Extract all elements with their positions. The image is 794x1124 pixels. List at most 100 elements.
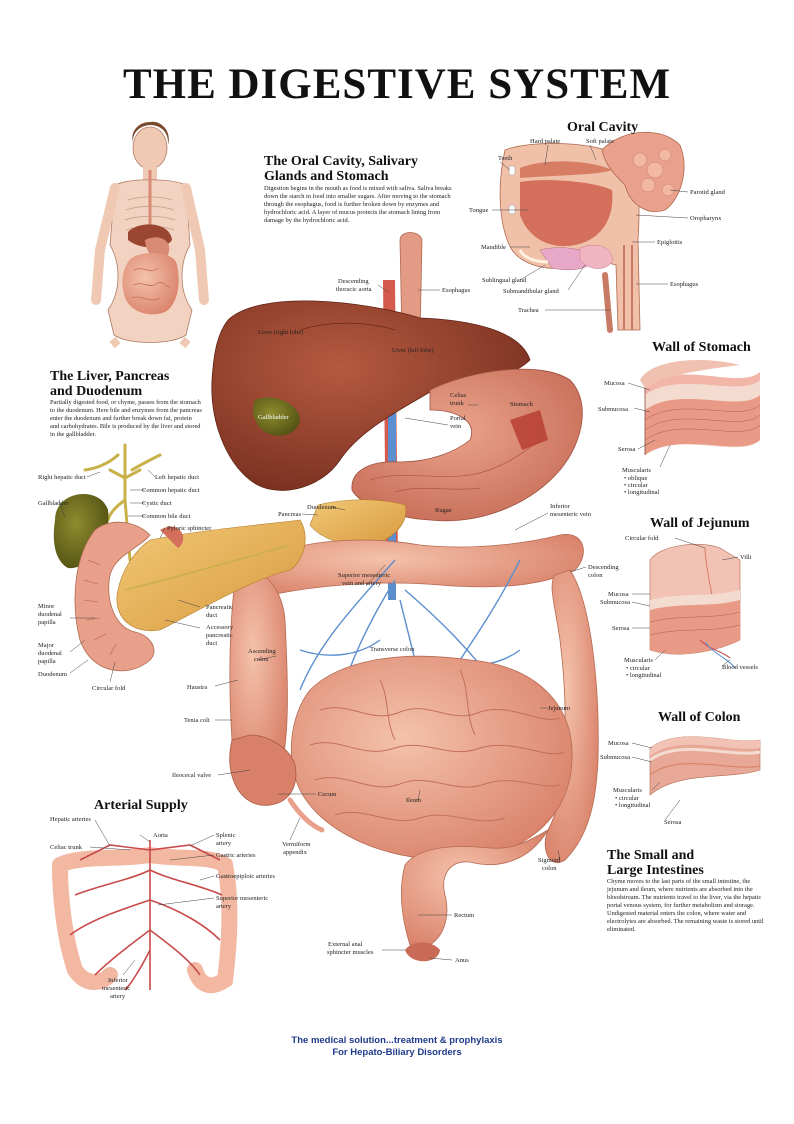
label-submandibular-gland: Submandibular gland	[503, 288, 560, 295]
liver-heading-line2: and Duodenum	[50, 384, 143, 399]
label-superior-mesenteric-artery-1: Superior mesenteric	[216, 895, 268, 902]
label-circular-fold: Circular fold	[92, 685, 126, 692]
label-gastroepiploic-arteries: Gastroepiploic arteries	[216, 873, 275, 880]
label-common-bile-duct: Common bile duct	[142, 513, 191, 520]
main-labels: Descending thoracic aorta Esophagus Live…	[172, 278, 619, 964]
footer-line2: For Hepato-Biliary Disorders	[332, 1047, 462, 1058]
oral-intro-heading-line2: Glands and Stomach	[264, 169, 389, 184]
label-anal-sphincter-2: sphincter muscles	[327, 949, 374, 956]
label-liver-left-lobe: Liver (left lobe)	[392, 347, 434, 354]
label-jejunum-mucosa: Mucosa	[608, 591, 629, 598]
label-superior-mesenteric-artery-2: artery	[216, 903, 232, 910]
label-minor-papilla-2: duodenal	[38, 611, 62, 618]
label-jejunum-longitudinal: • longitudinal	[626, 672, 662, 679]
label-cecum: Cecum	[318, 791, 336, 798]
footer-line1: The medical solution...treatment & proph…	[291, 1035, 503, 1046]
label-ascending-colon-1: Ascending	[248, 648, 277, 655]
label-jejunum: Jejunum	[548, 705, 570, 712]
label-descending-colon-2: colon	[588, 572, 603, 579]
label-colon-circular: • circular	[615, 795, 640, 802]
label-stomach-circular: • circular	[624, 482, 649, 489]
label-portal-2: vein	[450, 423, 462, 430]
label-major-papilla-3: papilla	[38, 658, 56, 665]
label-right-hepatic-duct: Right hepatic duct	[38, 474, 86, 481]
label-stomach-serosa: Serosa	[618, 446, 635, 453]
label-sigmoid-colon-2: colon	[542, 865, 557, 872]
label-liver-right-lobe: Liver (right lobe)	[258, 329, 303, 336]
label-superior-mesenteric-2: vein and artery	[342, 580, 382, 587]
wall-stomach-heading: Wall of Stomach	[652, 340, 751, 355]
label-stomach: Stomach	[510, 401, 533, 408]
label-pyloric-sphincter: Pyloric sphincter	[167, 525, 212, 532]
leader-lines	[59, 144, 739, 976]
label-descending-aorta-1: Descending	[338, 278, 369, 285]
label-inferior-mesenteric-artery-1: Inferior	[108, 977, 129, 984]
wall-jejunum-heading: Wall of Jejunum	[650, 516, 750, 531]
label-anal-sphincter-1: External anal	[328, 941, 363, 948]
label-duodenum: Duodenum	[307, 504, 336, 511]
wall-colon-heading: Wall of Colon	[658, 710, 741, 725]
stomach-wall-labels: Mucosa Submucosa Serosa Muscularis • obl…	[598, 380, 660, 496]
intestines-text: Chyme moves to the last parts of the sma…	[607, 878, 764, 933]
label-oral-esophagus: Esophagus	[670, 281, 699, 288]
label-vermiform-2: appendix	[283, 849, 308, 856]
label-rectum: Rectum	[454, 912, 474, 919]
jejunum-wall-labels: Circular fold Villi Mucosa Submucosa Ser…	[600, 535, 758, 679]
label-colon-serosa: Serosa	[664, 819, 681, 826]
label-epiglottis: Epiglottis	[657, 239, 683, 246]
intestines-heading-line1: The Small and	[607, 848, 695, 863]
label-common-hepatic-duct: Common hepatic duct	[142, 487, 200, 494]
label-stomach-longitudinal: • longitudinal	[624, 489, 660, 496]
label-superior-mesenteric-1: Superior mesenteric	[338, 572, 390, 579]
label-haustra: Haustra	[187, 684, 207, 691]
label-soft-palate: Soft palate	[586, 138, 614, 145]
label-inferior-mesenteric-2: mesenteric vein	[550, 511, 592, 518]
label-ileocecal-valve: Ileocecal valve	[172, 772, 211, 779]
label-duct-gallbladder: Gallbladder	[38, 500, 70, 507]
label-vermiform-1: Vermiform	[282, 841, 311, 848]
label-portal-1: Portal	[450, 415, 466, 422]
label-esophagus: Esophagus	[442, 287, 471, 294]
label-teeth: Teeth	[498, 155, 513, 162]
oral-cavity-illustration	[499, 131, 685, 333]
label-hard-palate: Hard palate	[530, 138, 560, 145]
label-anus: Anus	[455, 957, 469, 964]
footer: The medical solution...treatment & proph…	[0, 1035, 794, 1059]
label-accessory-duct-2: pancreatic	[206, 632, 233, 639]
label-celiac-1: Celiac	[450, 392, 467, 399]
label-accessory-duct-1: Accessory	[206, 624, 234, 631]
label-tenia-coli: Tenia coli	[184, 717, 210, 724]
label-stomach-oblique: • oblique	[624, 475, 648, 482]
label-mandible: Mandible	[481, 244, 506, 251]
stomach-wall-illustration	[640, 360, 761, 455]
arterial-supply-illustration	[52, 840, 238, 994]
label-tongue: Tongue	[469, 207, 489, 214]
label-pancreatic-duct-2: duct	[206, 612, 217, 619]
label-jejunum-submucosa: Submucosa	[600, 599, 630, 606]
duodenum-detail	[53, 443, 306, 672]
body-figure	[91, 121, 209, 349]
label-aorta: Aorta	[153, 832, 168, 839]
oral-intro-heading: The Oral Cavity, Salivary Glands and Sto…	[264, 154, 464, 184]
oral-intro-heading-line1: The Oral Cavity, Salivary	[264, 154, 418, 169]
oral-labels: Hard palate Soft palate Teeth Parotid gl…	[469, 138, 726, 314]
liver-heading: The Liver, Pancreas and Duodenum	[50, 369, 250, 399]
liver-text: Partially digested food, or chyme, passe…	[50, 399, 202, 438]
jejunum-wall-illustration	[649, 543, 741, 669]
label-jejunum-circular-fold: Circular fold	[625, 535, 659, 542]
label-oropharynx: Oropharynx	[690, 215, 722, 222]
label-gastric-arteries: Gastric arteries	[216, 852, 256, 859]
label-splenic-artery-1: Splenic	[216, 832, 236, 839]
label-jejunum-villi: Villi	[740, 554, 752, 561]
label-pancreas: Pancreas	[278, 511, 302, 518]
label-sigmoid-colon-1: Sigmoid	[538, 857, 561, 864]
label-minor-papilla-1: Minor	[38, 603, 55, 610]
intestines-heading: The Small and Large Intestines	[607, 848, 757, 878]
label-celiac-trunk: Celiac trunk	[50, 844, 83, 851]
label-transverse-colon: Transverse colon	[370, 646, 415, 653]
label-sublingual-gland: Sublingual gland	[482, 277, 527, 284]
label-ascending-colon-2: colon	[254, 656, 269, 663]
duct-labels: Right hepatic duct Left hepatic duct Com…	[38, 474, 234, 692]
liver-heading-line1: The Liver, Pancreas	[50, 369, 170, 384]
